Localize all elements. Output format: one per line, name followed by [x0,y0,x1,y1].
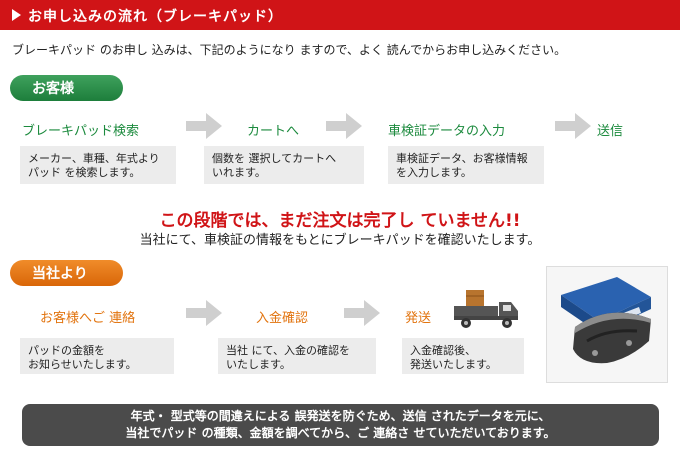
step-shipping: 発送 [405,311,432,326]
step-cart: カートへ [247,124,300,139]
step-shipping-desc: 入金確認後、 発送いたします。 [402,338,524,374]
arrow-right-icon [186,113,222,139]
arrow-right-icon [555,113,591,139]
step-payment-confirm-desc: 当社 にて、入金の確認を いたします。 [218,338,376,374]
step-pad-search: ブレーキパッド検索 [22,124,140,139]
arrow-right-icon [344,300,380,326]
step-cart-desc: 個数を 選択してカートへ いれます。 [204,146,364,184]
brake-pad-image [561,277,651,364]
company-badge: 当社より [10,260,123,286]
step-vehicle-data-desc: 車検証データ、お客様情報 を入力します。 [388,146,544,184]
page-title: お申し込みの流れ（ブレーキパッド） [28,9,283,25]
warning-sub: 当社にて、車検証の情報をもとにブレーキパッドを確認いたします。 [139,233,541,248]
delivery-truck-icon [454,290,518,328]
warning-main: この段階では、まだ注文は完了し ていません!! [159,211,521,231]
arrow-right-icon [326,113,362,139]
step-payment-confirm: 入金確認 [256,311,309,326]
step-contact-customer: お客様へご 連絡 [40,311,136,326]
customer-badge: お客様 [10,75,123,101]
footer-note: 年式・ 型式等の間違えによる 誤発送を防ぐため、送信 されたデータを元に、 当社… [22,404,659,446]
step-contact-customer-desc: パッドの金額を お知らせいたします。 [20,338,174,374]
intro-text: ブレーキパッド のお申し 込みは、下記のようになり ますので、よく 読んでからお… [12,43,567,57]
header-banner: お申し込みの流れ（ブレーキパッド） [0,0,680,30]
step-send: 送信 [597,124,624,139]
brake-pad-photo [546,266,668,383]
step-pad-search-desc: メーカー、車種、年式より パッド を検索します。 [20,146,176,184]
play-triangle-icon [12,9,21,21]
arrow-right-icon [186,300,222,326]
step-vehicle-data-input: 車検証データの入力 [388,124,506,139]
